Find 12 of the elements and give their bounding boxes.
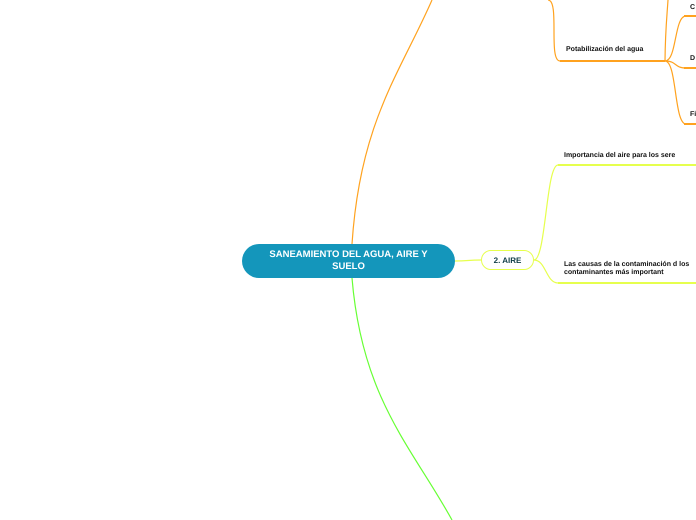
branch-topic: 2. AIRE <box>481 250 534 270</box>
connector-line <box>664 60 686 69</box>
connector-line <box>664 60 686 125</box>
connector-line <box>548 0 560 62</box>
connector-line <box>534 164 558 260</box>
connector-line <box>351 278 453 520</box>
connector-line <box>664 0 669 61</box>
connector-line <box>534 259 558 284</box>
central-topic: SANEAMIENTO DEL AGUA, AIRE Y SUELO <box>242 244 455 278</box>
connector-line <box>664 15 686 62</box>
connector-line <box>455 259 481 262</box>
connector-line <box>351 0 433 244</box>
